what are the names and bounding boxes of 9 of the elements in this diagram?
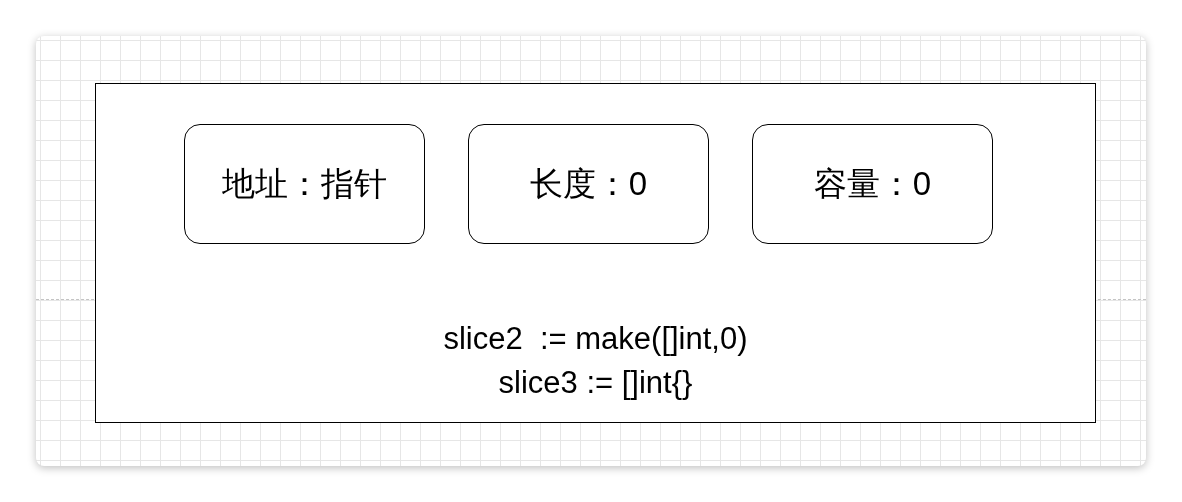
code-line: slice2 := make([]int,0) (442, 321, 749, 357)
rounded-box (752, 124, 993, 244)
rounded-box (468, 124, 709, 244)
container-box (95, 83, 1096, 423)
box-label: 容量：0 (813, 163, 932, 204)
box-label: 长度：0 (529, 163, 648, 204)
box-label: 地址：指针 (222, 163, 387, 204)
rounded-box (184, 124, 425, 244)
code-line: slice3 := []int{} (497, 365, 694, 401)
